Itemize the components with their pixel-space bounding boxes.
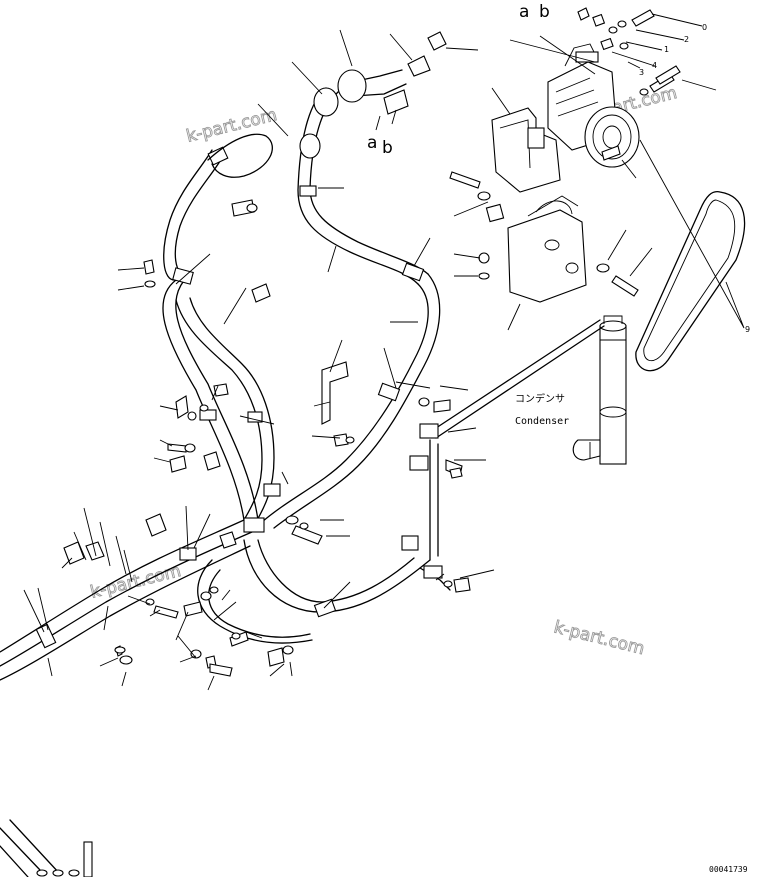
mounting-bracket-center	[313, 361, 349, 425]
compressor-bracket	[491, 107, 561, 193]
condenser-pipe-2	[435, 325, 605, 439]
callout-0: 0	[702, 23, 707, 32]
callout-1: 1	[664, 45, 669, 54]
drawing-code: 00041739	[709, 865, 748, 874]
callout-a-mid: a	[367, 133, 377, 153]
watermark-right: k-part.com	[552, 617, 647, 659]
callout-b-top: b	[539, 2, 550, 22]
compressor-leaders	[453, 13, 745, 331]
receiver-drier	[572, 315, 627, 465]
callout-2: 2	[684, 35, 689, 44]
drive-belt	[635, 190, 746, 372]
compressor-fasteners	[449, 7, 681, 297]
callout-9: 9	[745, 325, 750, 334]
refrigerant-hoses	[0, 69, 451, 681]
callout-3: 3	[639, 68, 644, 77]
condenser-label-en: Condenser	[515, 416, 569, 427]
compressor	[547, 43, 640, 168]
bolts-and-washers	[114, 259, 471, 677]
condenser-label-jp: コンデンサ	[515, 392, 565, 405]
callout-a-top: a	[519, 2, 529, 22]
callout-b-mid: b	[382, 138, 393, 158]
compressor-fittings	[299, 31, 447, 159]
lower-bracket	[507, 195, 587, 303]
hose-clamps	[35, 146, 443, 649]
cab-edge	[0, 819, 93, 877]
main-leaders	[23, 29, 495, 691]
condenser-pipe	[429, 319, 601, 433]
callout-4: 4	[652, 61, 657, 70]
watermark-left: k-part.com	[88, 561, 183, 603]
loop-tie	[207, 133, 273, 217]
